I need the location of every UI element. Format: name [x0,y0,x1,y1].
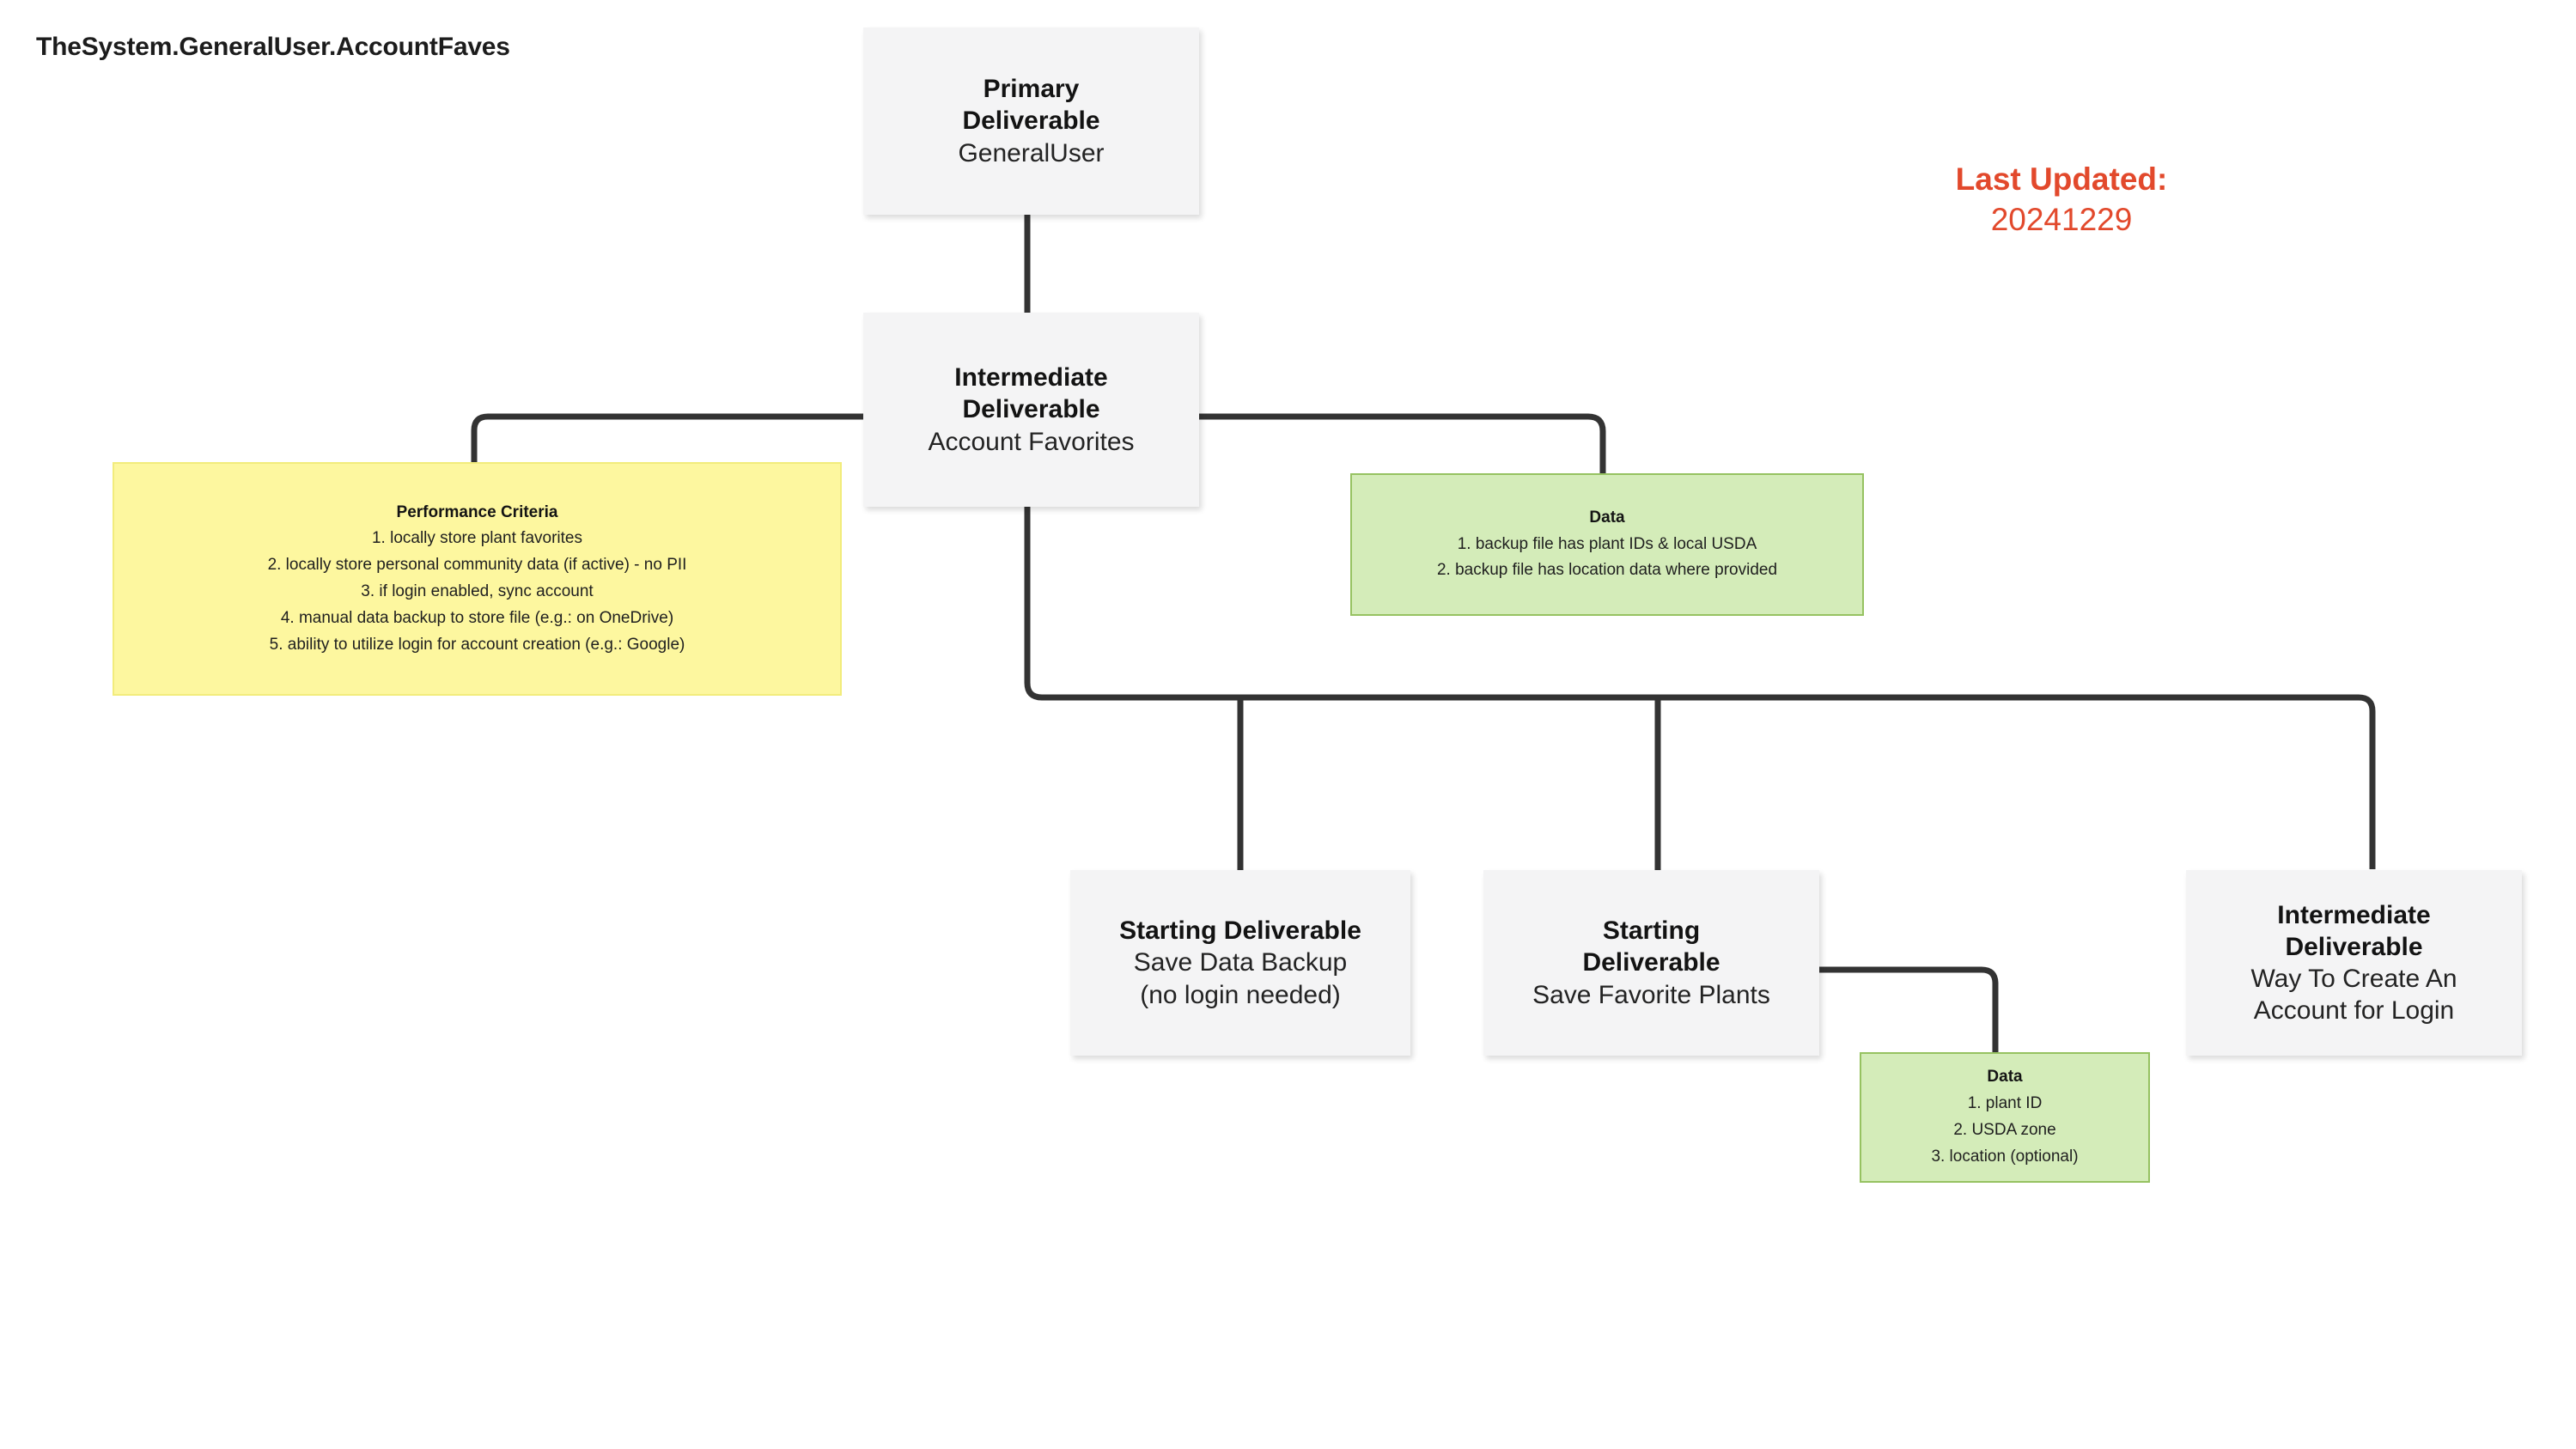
node-intermediate-account-login[interactable]: Intermediate Deliverable Way To Create A… [2186,870,2522,1056]
node-name: GeneralUser [958,138,1105,167]
node-starting-save-favorite-plants[interactable]: Starting Deliverable Save Favorite Plant… [1483,870,1819,1056]
annotation-item: 2. USDA zone [1953,1121,2056,1139]
page-title: TheSystem.GeneralUser.AccountFaves [36,33,510,61]
node-name-line1: Way To Create An [2250,965,2457,993]
edge-save-favorite-plants-to-data [1814,966,1999,1052]
edge-intermediate-to-data [1196,413,1606,473]
annotation-performance-criteria: Performance Criteria 1. locally store pl… [113,462,842,696]
annotation-data-save-favorite-plants: Data 1. plant ID 2. USDA zone 3. locatio… [1860,1052,2150,1183]
node-kind-line1: Intermediate [954,363,1108,393]
last-updated-value: 20241229 [1990,202,2133,238]
annotation-title: Performance Criteria [396,502,558,521]
annotation-item: 1. backup file has plant IDs & local USD… [1457,534,1757,553]
node-intermediate-account-favorites[interactable]: Intermediate Deliverable Account Favorit… [863,313,1199,507]
edge-intermediate-to-performance-criteria [471,413,868,465]
annotation-title: Data [1589,508,1625,527]
annotation-item: 1. locally store plant favorites [371,529,582,548]
annotation-item: 2. locally store personal community data… [267,556,687,575]
node-name: Account Favorites [928,427,1135,456]
node-kind-line2: Deliverable [1582,948,1720,977]
annotation-item: 1. plant ID [1967,1094,2043,1113]
node-name-line1: Save Data Backup [1133,948,1348,977]
annotation-item: 4. manual data backup to store file (e.g… [280,608,674,627]
node-kind-line1: Starting [1602,916,1701,946]
node-primary-deliverable[interactable]: Primary Deliverable GeneralUser [863,27,1199,215]
last-updated-label: Last Updated: [1955,161,2168,197]
node-kind-line1: Starting Deliverable [1119,916,1361,946]
node-kind-line1: Primary [983,75,1080,104]
node-kind-line2: Deliverable [962,395,1100,424]
node-kind-line2: Deliverable [962,107,1100,136]
annotation-item: 3. if login enabled, sync account [361,582,594,600]
node-name-line2: Account for Login [2253,996,2455,1026]
last-updated-block: Last Updated: 20241229 [1890,159,2233,240]
annotation-item: 3. location (optional) [1931,1147,2079,1166]
annotation-data-account-favorites: Data 1. backup file has plant IDs & loca… [1350,473,1864,616]
node-name: Save Favorite Plants [1532,980,1770,1009]
node-kind-line1: Intermediate [2277,900,2431,929]
annotation-item: 2. backup file has location data where p… [1436,561,1778,580]
node-starting-save-data-backup[interactable]: Starting Deliverable Save Data Backup (n… [1070,870,1410,1056]
node-kind-line2: Deliverable [2285,932,2423,961]
annotation-title: Data [1987,1068,2023,1087]
annotation-item: 5. ability to utilize login for account … [269,635,685,654]
node-name-line2: (no login needed) [1140,980,1341,1009]
